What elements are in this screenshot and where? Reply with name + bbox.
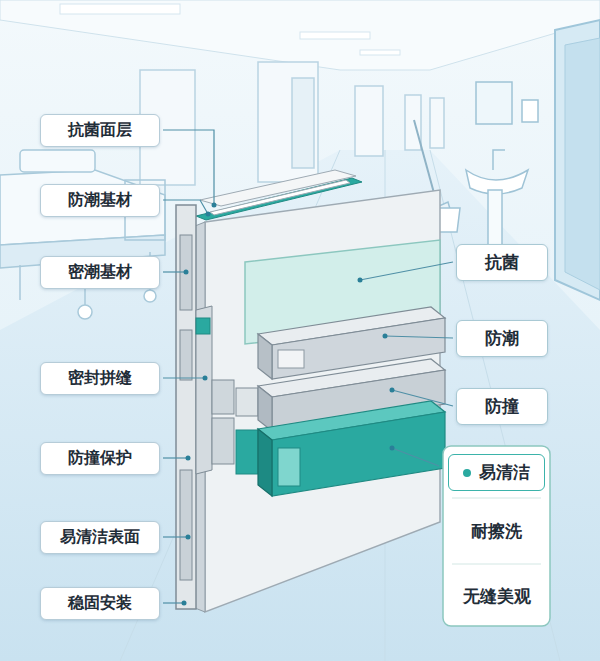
label-text: 抗菌面层 xyxy=(68,120,132,139)
label-text: 防潮基材 xyxy=(68,190,132,209)
label-text: 密封拼缝 xyxy=(68,368,132,387)
leader-lines xyxy=(163,130,453,603)
label-text: 易清洁 xyxy=(479,462,530,482)
label-text: 防撞 xyxy=(485,396,519,416)
label-text: 耐擦洗 xyxy=(471,521,522,541)
wall-panel xyxy=(176,170,445,612)
ceiling-lights xyxy=(60,4,400,55)
leader-dots xyxy=(182,203,395,606)
floor-lines xyxy=(120,150,560,661)
corridor-doors xyxy=(140,62,444,185)
label-text: 易清洁表面 xyxy=(60,527,140,546)
left-label-box: 易清洁表面 xyxy=(40,521,160,554)
left-label-box: 抗菌面层 xyxy=(40,114,160,147)
label-text: 稳固安装 xyxy=(68,593,132,612)
floor xyxy=(0,150,600,661)
label-text: 无缝美观 xyxy=(463,586,531,606)
feature-box: 防潮 xyxy=(456,320,548,357)
feature-frame xyxy=(443,446,550,626)
feature-item: 无缝美观 xyxy=(448,579,545,614)
feature-item: 耐擦洗 xyxy=(448,514,545,549)
right-door xyxy=(555,20,600,300)
divider xyxy=(452,564,541,565)
highlight-feature-box: 易清洁 xyxy=(448,454,545,491)
ceiling xyxy=(0,0,600,70)
bullet-dot xyxy=(463,469,471,477)
left-label-box: 防撞保护 xyxy=(40,442,160,475)
feature-box: 防撞 xyxy=(456,388,548,425)
label-text: 抗菌 xyxy=(485,252,519,272)
divider xyxy=(452,498,541,499)
hospital-bed xyxy=(0,150,165,319)
left-label-box: 防潮基材 xyxy=(40,184,160,217)
sink xyxy=(466,82,538,250)
label-text: 防潮 xyxy=(485,328,519,348)
left-label-box: 稳固安装 xyxy=(40,587,160,620)
feature-box: 抗菌 xyxy=(456,244,548,281)
left-label-box: 密封拼缝 xyxy=(40,362,160,395)
label-text: 防撞保护 xyxy=(68,448,132,467)
label-text: 密潮基材 xyxy=(68,262,132,281)
left-label-box: 密潮基材 xyxy=(40,256,160,289)
